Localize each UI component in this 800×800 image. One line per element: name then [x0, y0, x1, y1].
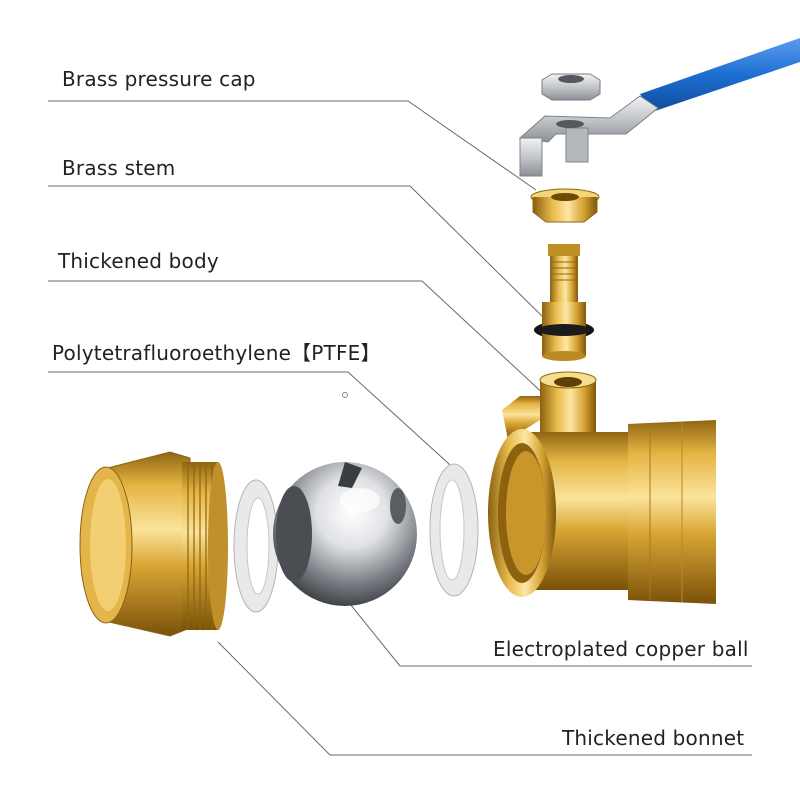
- label-brass-stem: Brass stem: [62, 156, 176, 180]
- ptfe-ring-right: [429, 463, 479, 597]
- handle-lever: [518, 38, 800, 177]
- leader-line-stem: [48, 185, 547, 321]
- leader-lines: [48, 100, 752, 756]
- label-thickened-body: Thickened body: [58, 249, 219, 273]
- valve-body: [488, 371, 716, 604]
- leader-line-body: [48, 280, 549, 399]
- leader-line-bonnet: [217, 641, 752, 756]
- leader-line-ptfe: [48, 371, 461, 475]
- label-brass-pressure-cap: Brass pressure cap: [62, 67, 256, 91]
- hex-nut: [541, 73, 601, 101]
- label-ptfe: Polytetrafluoroethylene【PTFE】: [52, 341, 381, 365]
- label-copper-ball: Electroplated copper ball: [493, 637, 749, 661]
- small-dot-mark: [342, 392, 348, 398]
- copper-ball: [273, 462, 417, 606]
- brass-stem: [534, 244, 594, 361]
- ptfe-ring-left: [233, 479, 279, 613]
- leader-line-ball: [349, 603, 752, 667]
- brass-pressure-cap: [530, 188, 600, 223]
- thickened-bonnet: [79, 451, 228, 637]
- label-thickened-bonnet: Thickened bonnet: [562, 726, 745, 750]
- leader-line-cap: [48, 100, 537, 191]
